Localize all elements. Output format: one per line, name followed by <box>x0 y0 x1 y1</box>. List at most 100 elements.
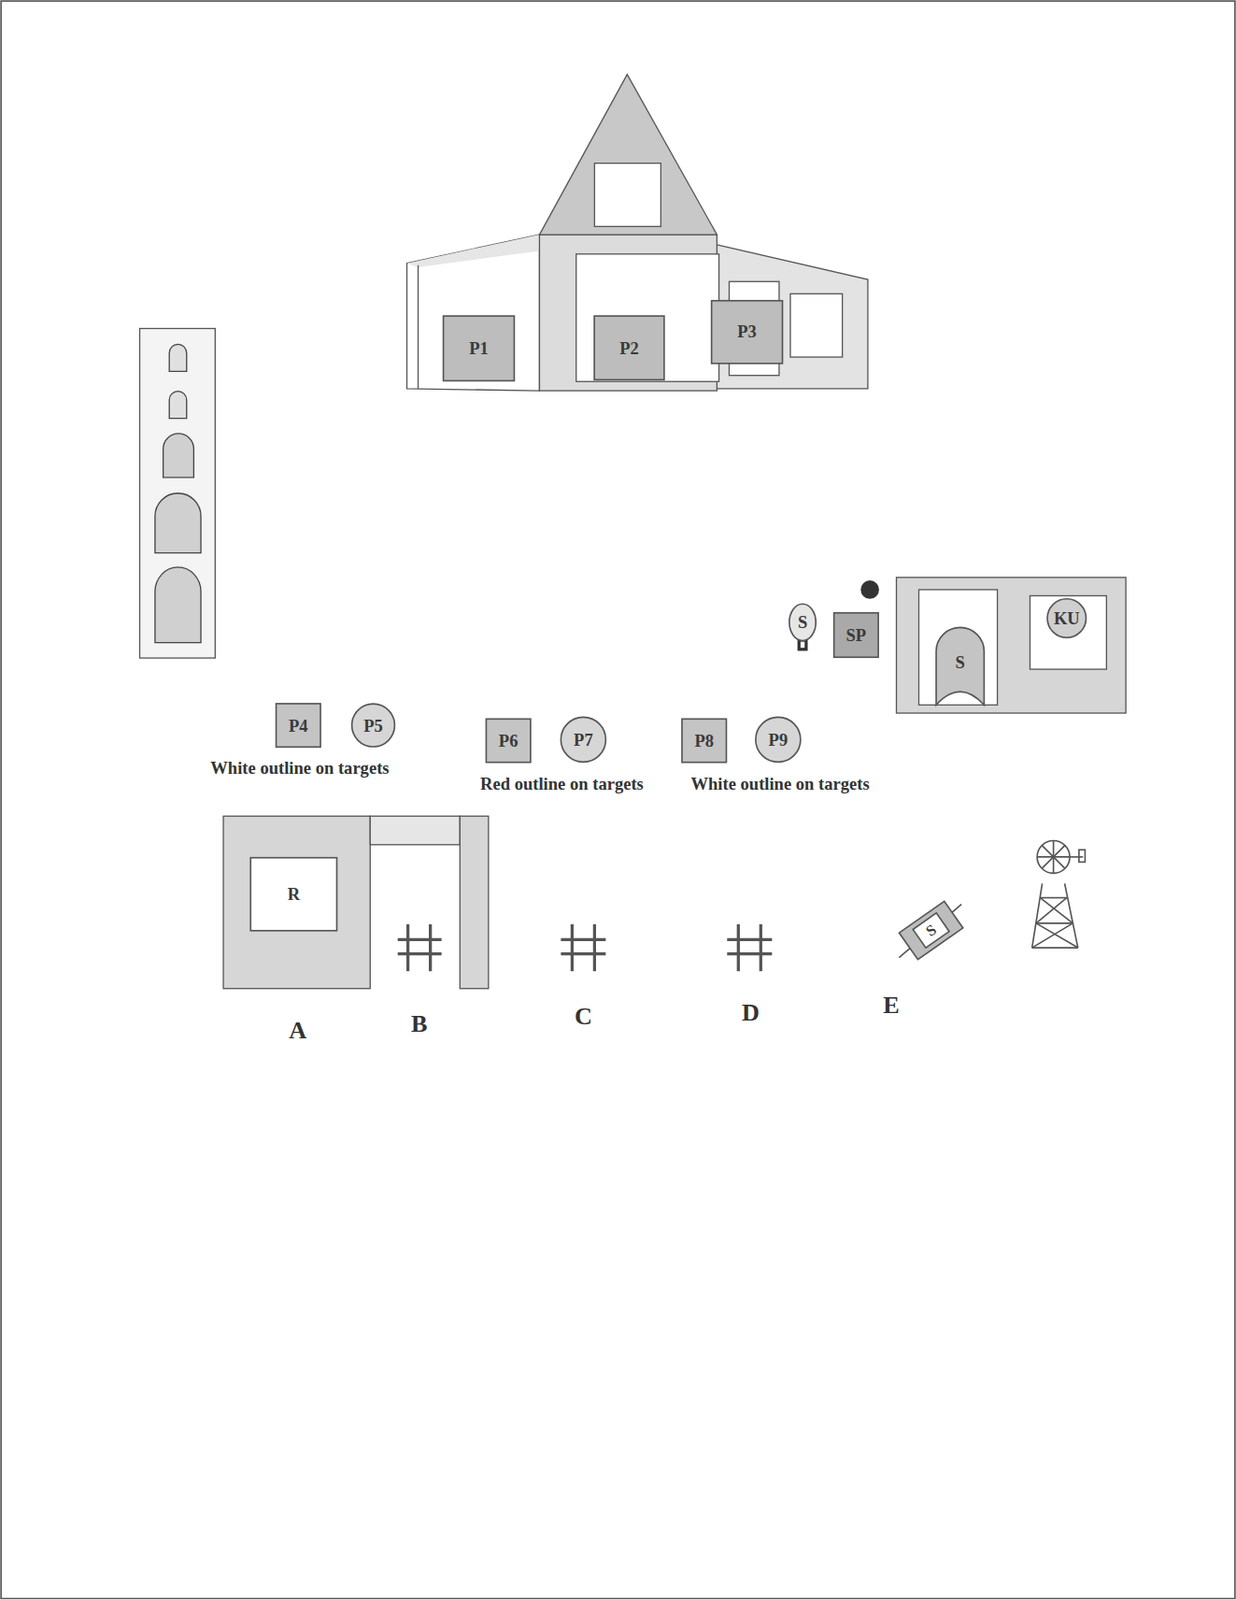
tower-brace <box>1036 922 1073 924</box>
node-label: P9 <box>768 730 789 749</box>
node-label: P5 <box>363 716 384 735</box>
tower-brace <box>1039 897 1073 924</box>
fence-rail <box>726 937 772 941</box>
circle-outline <box>560 716 606 762</box>
node-label: P7 <box>573 730 594 749</box>
box-outline <box>834 612 879 657</box>
fence-post <box>406 923 410 971</box>
steel-target: S <box>788 602 818 641</box>
wheel-spoke <box>1042 845 1066 868</box>
target-circle: KU <box>1046 597 1088 640</box>
structure <box>895 577 1126 713</box>
fence-post <box>428 923 432 971</box>
target-box: P6 <box>485 717 532 763</box>
box-outline <box>681 718 726 762</box>
target-box: P3 <box>710 299 784 365</box>
target-stand <box>800 641 805 649</box>
target-circle: P9 <box>754 715 802 763</box>
fence-symbol <box>726 923 772 971</box>
start-position-box: SP <box>833 611 880 658</box>
circle-outline <box>352 703 396 747</box>
wheel-spoke <box>1042 845 1066 868</box>
target-box: P4 <box>275 702 322 748</box>
wall-post <box>459 815 489 988</box>
overhead-beam <box>369 815 460 845</box>
target-circle: P5 <box>351 702 397 748</box>
node-label: P2 <box>619 339 640 357</box>
room-box: R <box>249 856 338 932</box>
oval-outline <box>789 603 816 640</box>
fence-post <box>737 923 740 971</box>
tower-brace <box>1032 923 1074 948</box>
fence-symbol <box>560 923 606 971</box>
window <box>790 293 843 357</box>
target-circle: P7 <box>559 715 607 763</box>
position-letter: D <box>741 999 760 1027</box>
windmill-symbol <box>1032 839 1086 948</box>
position-letter: B <box>411 1010 427 1038</box>
node-label: P8 <box>694 731 714 750</box>
arch-target <box>169 343 187 371</box>
tombstone-panel <box>140 327 216 658</box>
fence-rail <box>560 937 606 941</box>
sign-outline <box>898 900 963 959</box>
attic-window <box>594 163 661 228</box>
fence-rail <box>397 951 442 955</box>
start-dot <box>860 580 880 599</box>
note-text: White outline on targets <box>210 759 389 779</box>
note-text: Red outline on targets <box>480 774 644 794</box>
tower-leg <box>1065 882 1079 948</box>
circle-outline <box>1047 598 1086 638</box>
note-text: White outline on targets <box>690 774 869 794</box>
arch-target <box>155 567 201 643</box>
node-label: SP <box>846 625 867 644</box>
position-letter: A <box>288 1016 307 1044</box>
fence-post <box>570 923 574 971</box>
node-label: P6 <box>498 731 519 750</box>
arch-target <box>163 433 195 478</box>
fence-symbol <box>397 923 442 971</box>
opening <box>919 589 998 705</box>
box-outline <box>276 703 321 747</box>
steel-target: S <box>936 626 984 705</box>
box-outline <box>250 857 337 931</box>
tower-leg <box>1032 882 1043 948</box>
sign-symbol: S <box>898 900 963 959</box>
fence-post <box>593 923 597 971</box>
gable-roof <box>539 74 717 235</box>
fence-rail <box>397 937 442 941</box>
target-box: P1 <box>442 314 516 382</box>
arch-outline <box>936 626 984 705</box>
tower-brace <box>1032 946 1079 949</box>
node-label: P1 <box>468 339 489 357</box>
position-letter: C <box>574 1002 593 1030</box>
fence-rail <box>726 951 772 955</box>
tower-brace <box>1039 896 1066 899</box>
house-left-wing <box>407 234 540 391</box>
box-outline <box>594 315 665 380</box>
node-label: R <box>287 884 300 903</box>
target-box: P8 <box>681 717 727 763</box>
tower-brace <box>1036 923 1079 948</box>
wind-wheel <box>1037 839 1070 873</box>
opening <box>1029 595 1107 669</box>
node-label: P4 <box>288 716 309 735</box>
wall-line <box>417 265 419 389</box>
fence-rail <box>560 951 606 955</box>
box-outline <box>485 718 530 762</box>
tail-vane <box>1069 855 1083 858</box>
tower-brace <box>1036 897 1067 924</box>
doorway <box>576 254 720 382</box>
fence-post <box>759 923 763 971</box>
building <box>223 815 370 988</box>
target-box: P2 <box>593 314 665 381</box>
box-outline <box>711 300 783 364</box>
node-label: KU <box>1053 609 1080 627</box>
sign-face <box>912 912 950 948</box>
node-label: P3 <box>737 323 757 341</box>
tail-vane <box>1079 849 1086 862</box>
roof-edge <box>407 234 540 268</box>
